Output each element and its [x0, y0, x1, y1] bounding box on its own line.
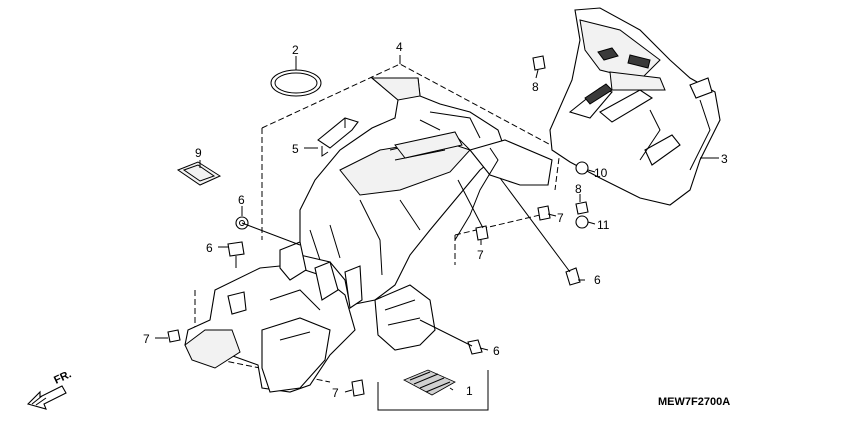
callout-8-b: 8 [575, 182, 582, 196]
callout-3: 3 [721, 152, 728, 166]
bolt-part-6-d [467, 339, 483, 355]
bolt-part-6-b [227, 241, 245, 268]
front-direction-label: FR. [52, 368, 73, 386]
callout-5: 5 [292, 142, 299, 156]
pad-part-9 [176, 161, 222, 186]
nut-part-10 [575, 161, 589, 175]
bolt-part-6-c [565, 267, 581, 286]
rear-fender-part-4 [184, 77, 553, 393]
callout-6-d: 6 [493, 344, 500, 358]
pad-part-1 [403, 369, 456, 396]
nut-part-8-b [575, 201, 589, 215]
callout-8-a: 8 [532, 80, 539, 94]
callout-4: 4 [396, 40, 403, 54]
nut-part-8-a [532, 55, 546, 71]
callout-10: 10 [594, 166, 608, 180]
clip-part-7-a [167, 329, 181, 343]
leader-lines [155, 55, 719, 393]
clip-part-7-d [351, 379, 365, 397]
callout-7-c: 7 [557, 211, 564, 225]
nut-part-11 [575, 215, 589, 229]
clip-part-7-b [475, 225, 489, 241]
callout-11: 11 [597, 218, 610, 232]
bracket-part-5 [317, 117, 359, 157]
callout-7-a: 7 [143, 332, 150, 346]
clip-part-7-c [537, 205, 551, 221]
callout-1: 1 [466, 384, 473, 398]
assembly-4-boundary [261, 63, 561, 240]
front-direction-arrow: FR. [26, 368, 73, 410]
group-1-bracket [377, 370, 489, 411]
callout-6-c: 6 [594, 273, 601, 287]
callout-2: 2 [292, 43, 299, 57]
o-ring-part-2 [270, 69, 322, 97]
drawing-code: MEW7F2700A [658, 396, 730, 408]
callout-9: 9 [195, 146, 202, 160]
callout-6-a: 6 [238, 193, 245, 207]
callout-7-b: 7 [477, 248, 484, 262]
callout-6-b: 6 [206, 241, 213, 255]
side-cover-part-3 [549, 7, 721, 206]
callout-7-d: 7 [332, 386, 339, 400]
